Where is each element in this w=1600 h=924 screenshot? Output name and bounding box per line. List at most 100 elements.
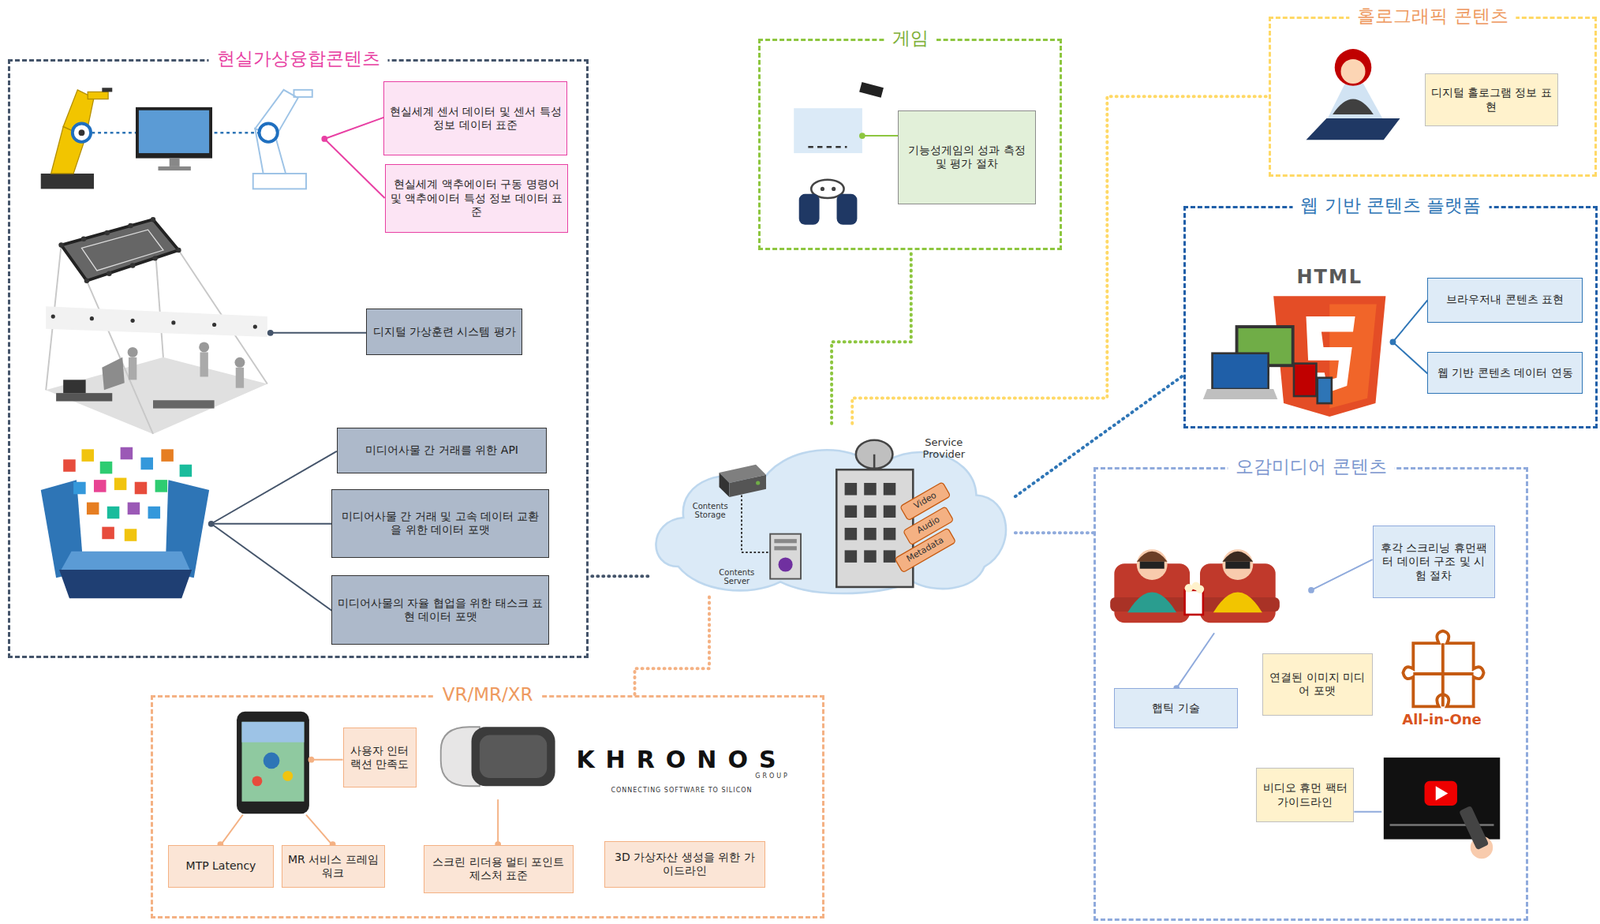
rect-shape [56, 392, 113, 401]
mr-phone [236, 711, 310, 814]
circle-shape [1196, 584, 1204, 593]
group-frame: 오감미디어 콘텐츠후각 스크리닝 휴먼팩터 데이터 구조 및 시험 절차햅틱 기… [1093, 467, 1529, 920]
connector [852, 96, 1268, 424]
cloud-text: Contents Server [710, 567, 763, 586]
box-text-wrap: 현실세계 액추에이터 구동 명령어 및 액추에이터 특성 정보 데이터 표준 [390, 177, 564, 220]
rect-shape [894, 527, 957, 573]
rect-shape [863, 527, 877, 541]
connector [1015, 530, 1095, 535]
rect-shape [844, 504, 858, 518]
rect-shape [883, 527, 897, 541]
g-shape [844, 482, 897, 563]
line-shape [211, 523, 333, 611]
path-shape [1127, 591, 1177, 613]
rect-shape [100, 461, 113, 475]
path-shape [1213, 591, 1263, 613]
rect-shape [883, 504, 897, 518]
box-text: 디지털 홀로그램 정보 표현 [1430, 85, 1553, 114]
connector [635, 597, 711, 696]
line-shape [270, 332, 367, 334]
circle-shape [755, 480, 760, 485]
rect-shape [863, 549, 877, 563]
rect-shape [179, 464, 193, 478]
rect-shape [1225, 561, 1250, 569]
cloud-text: Metadata [896, 530, 955, 570]
box-text-wrap: 브라우저내 콘텐츠 표현 [1446, 292, 1564, 307]
circle-shape [259, 123, 278, 143]
rect-shape [242, 721, 305, 802]
box-text: 미디어사물의 자율 협업을 위한 태스크 표현 데이터 포맷 [336, 596, 543, 625]
standard-box: 비디오 휴먼 팩터 가이드라인 [1256, 767, 1354, 823]
box-text-wrap: 비디오 휴먼 팩터 가이드라인 [1261, 781, 1349, 809]
connector [1015, 375, 1184, 498]
circle-shape [831, 186, 836, 191]
rect-shape [200, 351, 209, 377]
rect-shape [1317, 377, 1332, 404]
polygon-shape [1326, 83, 1384, 121]
leader-lines [208, 117, 386, 611]
rect-shape [883, 549, 897, 563]
path-shape [1332, 99, 1374, 115]
leader-lines [216, 756, 501, 848]
box-text-wrap: 디지털 홀로그램 정보 표현 [1430, 85, 1553, 114]
polygon-shape [1203, 388, 1278, 400]
line-shape [220, 814, 243, 846]
training-room [45, 216, 268, 434]
circle-shape [208, 520, 215, 528]
standard-box: 미디어사물 간 거래 및 고속 데이터 교환을 위한 데이터 포맷 [331, 489, 549, 559]
standard-box: 햅틱 기술 [1114, 687, 1238, 729]
circle-shape [321, 135, 328, 143]
vr-headset [441, 726, 556, 786]
box-text-wrap: 후각 스크리닝 휴먼팩터 데이터 구조 및 시험 절차 [1378, 541, 1490, 584]
rect-shape [236, 711, 310, 814]
box-text: 후각 스크리닝 휴먼팩터 데이터 구조 및 시험 절차 [1378, 541, 1490, 584]
rect-shape [774, 545, 797, 550]
cinema-seats [1110, 549, 1280, 623]
rect-shape [844, 527, 858, 541]
box-text-wrap: 현실세계 센서 데이터 및 센서 특성 정보 데이터 표준 [388, 104, 562, 133]
group-title: 게임 [884, 27, 937, 50]
line-shape [86, 280, 154, 434]
rect-shape [134, 482, 148, 495]
path-shape [1136, 551, 1168, 562]
box-text-wrap: 기능성게임의 성과 측정 및 평가 절차 [903, 143, 1031, 172]
rect-shape [101, 527, 115, 540]
box-text: 연결된 이미지 미디어 포맷 [1267, 670, 1368, 699]
rect-shape [140, 457, 154, 471]
standard-box: 후각 스크리닝 휴먼팩터 데이터 구조 및 시험 절차 [1372, 525, 1496, 599]
tv-icon [1383, 757, 1500, 859]
rect-shape [883, 482, 897, 496]
circle-shape [778, 557, 793, 572]
circle-shape [859, 132, 866, 139]
box-text: MTP Latency [186, 859, 257, 874]
polyline-shape [741, 494, 771, 552]
circle-shape [89, 316, 94, 321]
free-label: All-in-One [1401, 710, 1482, 727]
circle-shape [267, 329, 274, 337]
devices [1203, 326, 1332, 404]
line-shape [1176, 632, 1215, 688]
path-shape [1222, 551, 1253, 562]
standard-box: 미디어사물 간 거래를 위한 API [336, 427, 547, 474]
line-shape [324, 117, 384, 139]
free-label: KHRONOS [575, 745, 787, 774]
rect-shape [1293, 363, 1316, 397]
box-text: 현실세계 센서 데이터 및 센서 특성 정보 데이터 표준 [388, 104, 562, 133]
rect-shape [120, 447, 134, 460]
free-label: HTML [1296, 265, 1363, 288]
line-shape [497, 799, 499, 845]
polygon-shape [719, 472, 730, 498]
circle-shape [329, 841, 337, 848]
rect-shape [837, 194, 858, 225]
standard-box: 웹 기반 콘텐츠 데이터 연동 [1427, 351, 1583, 394]
standard-box: 스크린 리더용 멀티 포인트 제스처 표준 [423, 844, 574, 894]
cloud-text: Video [901, 484, 950, 518]
circle-shape [251, 775, 262, 786]
rect-shape [169, 158, 180, 167]
circle-shape [127, 223, 133, 229]
box-text-wrap: 미디어사물 간 거래를 위한 API [365, 443, 519, 458]
circle-shape [1390, 339, 1397, 346]
circle-shape [494, 841, 501, 848]
robot-arm [41, 87, 113, 189]
